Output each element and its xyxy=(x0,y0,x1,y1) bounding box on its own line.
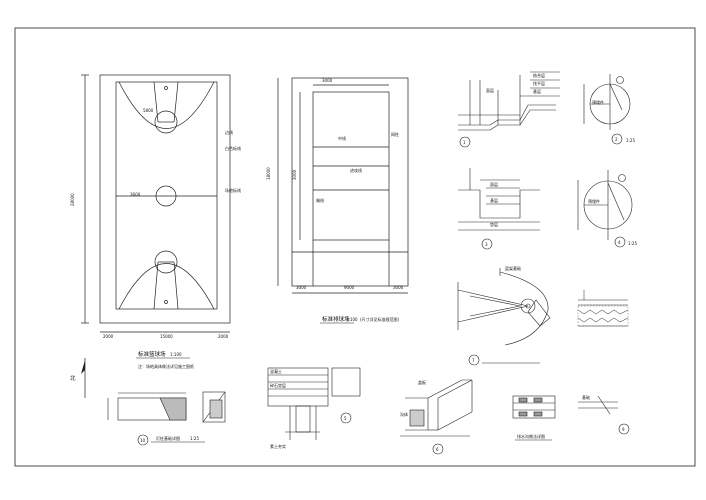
court-playing-area xyxy=(115,81,218,310)
three-point-arc-top xyxy=(118,81,215,129)
court2-label-1: 中线 xyxy=(338,135,346,141)
detail-7 xyxy=(512,395,630,441)
detail-6 xyxy=(400,379,473,455)
court1-scale: 1:100 xyxy=(170,352,182,357)
detail-2 xyxy=(583,74,631,145)
key-line-right-bottom xyxy=(173,261,179,310)
vb-outer-boundary xyxy=(291,77,409,287)
court1-side-label-2: 场地标线 xyxy=(225,187,241,193)
detail-5-label-2: 碎石垫层 xyxy=(270,382,286,388)
detail-8-fill xyxy=(577,305,629,327)
free-throw-circle-bottom xyxy=(154,250,178,274)
detail-3 xyxy=(458,168,540,250)
court1-length-dim: 28000 xyxy=(70,193,75,206)
detail-2-label-2: 1:25 xyxy=(626,138,635,143)
hoop-top xyxy=(164,86,168,90)
court1-title: 标准篮球场 xyxy=(138,350,166,358)
detail-9-label-1: 篮架基础 xyxy=(505,265,521,271)
court2-side-left-dim: 3000 xyxy=(296,285,307,290)
court2-title: 标准排球场 xyxy=(322,315,350,323)
court1-key-dim: 5800 xyxy=(143,108,154,113)
detail-1-label-4: 基层 xyxy=(533,88,541,94)
court1-circle-dim: 3600 xyxy=(130,192,141,197)
detail-5-label-3: 素土夯实 xyxy=(270,443,286,449)
hoop-bottom xyxy=(164,300,168,304)
detail-4-num: 4 xyxy=(618,240,621,245)
detail-10-title: 灯柱基础详图 xyxy=(156,435,180,441)
detail-5-num: 5 xyxy=(344,416,347,421)
court1-side-label-1: 白色标线 xyxy=(225,145,241,151)
detail-1-label-3: 找平层 xyxy=(533,80,545,86)
court2-attack-dim: 3000 xyxy=(292,169,297,180)
detail-10-num: 10 xyxy=(140,438,146,443)
detail-1-label-2: 结合层 xyxy=(533,72,545,78)
court2-scale: 1:100 xyxy=(346,317,358,322)
detail-1 xyxy=(458,71,560,148)
court1-note: 注：场地具体做法详见施工图纸 xyxy=(138,363,194,369)
detail-3-callout xyxy=(481,238,493,250)
court2-top-dim: 3000 xyxy=(322,78,333,83)
detail-6-label-1: 盖板 xyxy=(418,379,426,385)
detail-7-title: 排水沟做法详图 xyxy=(517,433,545,439)
detail-10 xyxy=(107,391,226,446)
detail-3-label-1: 面层 xyxy=(490,181,498,187)
detail-6-callout xyxy=(432,443,444,455)
court2-side-right-dim: 3000 xyxy=(393,285,404,290)
detail-7-callout xyxy=(618,423,630,435)
court1-side-label-3: 边线 xyxy=(225,129,233,135)
court2-label-3: 端线 xyxy=(316,197,324,203)
court2-length-dim: 18000 xyxy=(266,167,271,180)
detail-6-num: 6 xyxy=(436,447,439,452)
key-line-left-bottom xyxy=(153,261,159,310)
free-throw-circle-top xyxy=(154,110,178,134)
detail-3-num: 3 xyxy=(485,242,488,247)
detail-1-callout xyxy=(459,136,471,148)
three-point-arc-bottom xyxy=(118,263,215,310)
detail-10-scale: 1:25 xyxy=(190,436,199,441)
court1-side-right-dim: 2000 xyxy=(218,334,229,339)
detail-2-num: 2 xyxy=(615,137,618,142)
detail-9-num: 7 xyxy=(472,358,475,363)
detail-3-label-3: 垫层 xyxy=(490,221,498,227)
court1-side-left-dim: 2000 xyxy=(103,334,114,339)
detail-4 xyxy=(577,170,633,248)
detail-5-callout xyxy=(340,412,352,424)
detail-5 xyxy=(267,367,361,440)
detail-9 xyxy=(457,268,551,366)
detail-5-label-1: 混凝土 xyxy=(270,368,282,374)
court2-width-dim: 9000 xyxy=(344,285,355,290)
detail-4-label-2: 1:25 xyxy=(628,241,637,246)
detail-3-label-2: 基层 xyxy=(490,197,498,203)
detail-9-callout xyxy=(468,354,480,366)
detail-10-callout xyxy=(137,434,149,446)
detail-7-label-1: 基础 xyxy=(582,394,590,400)
court2-note: (尺寸详见标准规范图) xyxy=(360,316,400,322)
court2-label-2: 进攻线 xyxy=(350,167,362,173)
volleyball-court xyxy=(277,77,409,294)
north-arrow: 北 xyxy=(70,358,86,398)
court-center-circle xyxy=(155,185,177,207)
court2-net-label: 网柱 xyxy=(391,131,399,137)
detail-1-num: 1 xyxy=(463,140,466,145)
detail-1-label-1: 面层 xyxy=(486,87,494,93)
basketball-court xyxy=(81,74,231,333)
detail-2-label-1: 预埋件 xyxy=(592,99,604,105)
north-label: 北 xyxy=(70,374,76,382)
sheet-border xyxy=(14,27,696,467)
court1-width-dim: 15000 xyxy=(160,334,173,339)
detail-4-label-1: 预埋件 xyxy=(588,198,600,204)
detail-2-callout xyxy=(611,133,623,145)
detail-4-callout xyxy=(614,236,626,248)
detail-7-num: 9 xyxy=(622,427,625,432)
detail-6-label-2: 沟体 xyxy=(400,411,408,417)
court-outer-boundary xyxy=(99,74,231,324)
